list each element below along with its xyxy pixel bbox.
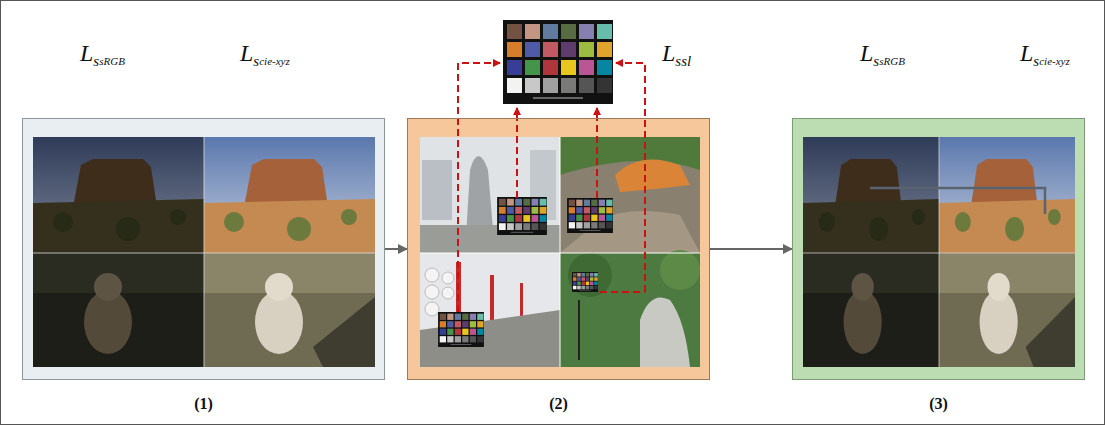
panel-number: (2) [408, 395, 709, 413]
math-symbol: sRGB [99, 55, 125, 67]
math-symbol: cie-xyz [259, 55, 290, 67]
loss-label: LssRGB [80, 40, 125, 70]
math-symbol: cie-xyz [1039, 55, 1070, 67]
panel-number: (3) [793, 395, 1084, 413]
loss-label: Lscie-xyz [240, 40, 290, 70]
math-symbol: L [80, 40, 93, 66]
math-symbol: ssl [675, 53, 691, 69]
image-panel: (1) [22, 118, 385, 380]
loss-label: LssRGB [860, 40, 905, 70]
loss-label: Lssl [662, 40, 691, 70]
image-panel: (2) [407, 118, 710, 380]
math-symbol: s [253, 53, 259, 69]
math-symbol: s [1033, 53, 1039, 69]
math-symbol: s [93, 53, 99, 69]
flow-arrow [385, 248, 407, 250]
math-symbol: s [873, 53, 879, 69]
math-symbol: L [1020, 40, 1033, 66]
loss-label: Lscie-xyz [1020, 40, 1070, 70]
math-symbol: L [860, 40, 873, 66]
math-symbol: L [662, 40, 675, 66]
math-symbol: sRGB [879, 55, 905, 67]
image-panel: (3) [792, 118, 1085, 380]
flow-arrow [710, 248, 792, 250]
math-symbol: L [240, 40, 253, 66]
panel-number: (1) [23, 395, 384, 413]
